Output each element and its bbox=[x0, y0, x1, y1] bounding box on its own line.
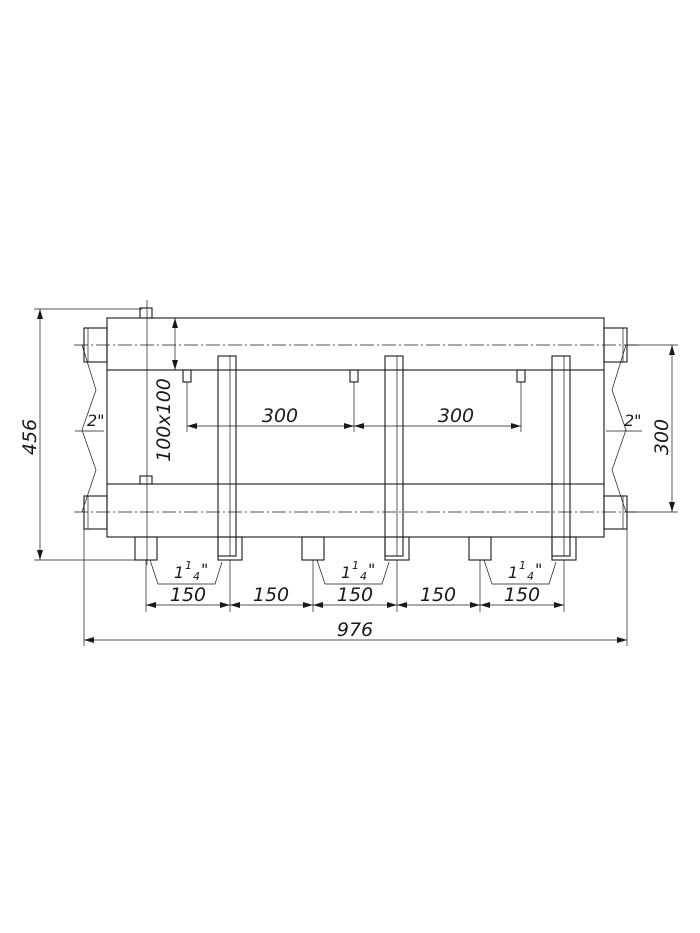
pipe-size-label: 100x100 bbox=[153, 378, 175, 462]
outlet-spacing-label-2: 300 bbox=[438, 405, 474, 427]
main-thread-labels: 2" 2" bbox=[75, 411, 642, 432]
main-thread-right: 2" bbox=[624, 411, 642, 430]
break-lines bbox=[81, 344, 627, 513]
outlet-thread-2-num: 1 bbox=[352, 559, 359, 572]
outlet-spacing-label-1: 300 bbox=[262, 405, 298, 427]
outlet-thread-1-quote: " bbox=[201, 560, 208, 579]
outlet-thread-3-num: 1 bbox=[519, 559, 526, 572]
outlet-thread-2-whole: 1 bbox=[341, 563, 351, 582]
outlet-thread-2-den: 4 bbox=[360, 570, 367, 583]
lower-header bbox=[74, 475, 640, 538]
segment-label-1: 150 bbox=[170, 584, 206, 606]
outlet-thread-3-den: 4 bbox=[527, 570, 534, 583]
height-label: 456 bbox=[19, 419, 41, 455]
dimension-456: 456 bbox=[19, 308, 142, 561]
outlet-thread-3-quote: " bbox=[535, 560, 542, 579]
outlet-thread-labels: 1 1 4 " 1 1 4 " 1 1 4 " bbox=[149, 559, 557, 585]
upper-header bbox=[74, 307, 640, 371]
dimension-300-vertical: 300 bbox=[627, 344, 678, 513]
header-spacing-label: 300 bbox=[651, 419, 673, 455]
segment-label-3: 150 bbox=[337, 584, 373, 606]
segment-label-4: 150 bbox=[420, 584, 456, 606]
outlet-thread-3-whole: 1 bbox=[508, 563, 518, 582]
dimension-976: 976 bbox=[83, 529, 628, 646]
outlet-thread-1-num: 1 bbox=[185, 559, 192, 572]
total-width-label: 976 bbox=[337, 619, 373, 641]
dimension-outlet-spacing: 300 300 bbox=[186, 382, 522, 432]
segment-label-5: 150 bbox=[504, 584, 540, 606]
dimension-segment-spacing: 150 150 150 150 150 bbox=[145, 560, 565, 612]
supply-outlet-fittings bbox=[182, 369, 526, 383]
outlet-thread-1-whole: 1 bbox=[174, 563, 184, 582]
main-thread-left: 2" bbox=[87, 411, 105, 430]
bottom-outlets bbox=[134, 536, 577, 561]
outlet-thread-1-den: 4 bbox=[193, 570, 200, 583]
separator-body bbox=[106, 369, 605, 484]
outlet-thread-2-quote: " bbox=[368, 560, 375, 579]
segment-label-2: 150 bbox=[253, 584, 289, 606]
dimension-pipe-size: 100x100 bbox=[146, 300, 178, 565]
risers bbox=[217, 355, 571, 557]
